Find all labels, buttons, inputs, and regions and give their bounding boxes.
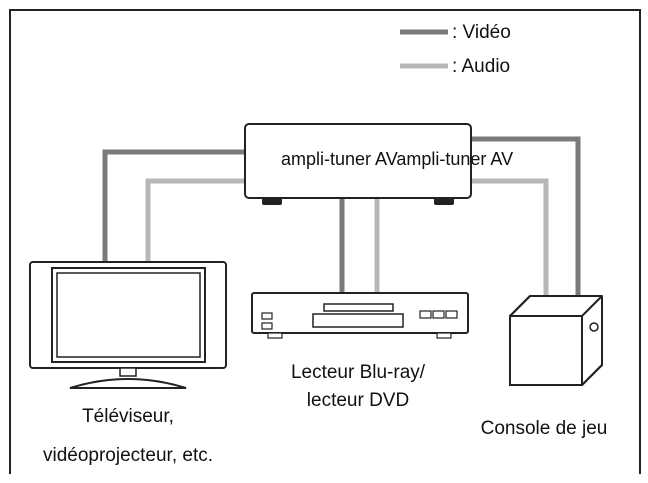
tv-video-cable [102,149,245,262]
player-body [251,292,469,334]
console-audio-cable [471,178,549,296]
player-button-power [261,312,273,320]
tv-icon [29,261,227,389]
player-foot-right [436,332,452,339]
player-label-line1: Lecteur Blu-ray/ [291,362,426,383]
legend-audio-label: : Audio [452,56,510,77]
av-receiver: ampli-tuner AVampli-tuner AV [244,123,513,205]
console-edge-bottom [581,364,603,386]
av-receiver-body [244,123,472,199]
console-icon [509,295,603,386]
tv-label-line1: Téléviseur, [82,406,174,427]
player-icon [251,292,469,339]
player-foot-left [267,332,283,339]
cables [102,136,581,296]
device-labels: Téléviseur, vidéoprojecteur, etc. Lecteu… [43,362,607,466]
player-display [312,313,404,328]
tv-neck [119,367,137,377]
console-edge-right [581,295,603,317]
player-button-eject [261,322,273,330]
player-button-3 [445,310,458,319]
player-disc-tray [323,303,394,312]
console-edge-left [509,295,531,317]
tv-stand [69,378,187,389]
tv-screen [56,272,201,358]
legend-video-label: : Vidéo [452,22,511,43]
console-video-cable [471,136,581,296]
player-label-line2: lecteur DVD [307,390,409,411]
player-button-2 [432,310,445,319]
player-button-1 [419,310,432,319]
legend: : Vidéo : Audio [400,22,511,77]
av-receiver-foot-right [434,197,454,205]
diagram-border [9,9,641,474]
av-receiver-foot-left [262,197,282,205]
console-power-button [589,322,599,332]
console-front [509,315,583,386]
tv-audio-cable [145,178,245,262]
tv-label-line2: vidéoprojecteur, etc. [43,445,213,466]
console-label: Console de jeu [481,418,608,439]
av-receiver-label: ampli-tuner AVampli-tuner AV [281,149,513,169]
